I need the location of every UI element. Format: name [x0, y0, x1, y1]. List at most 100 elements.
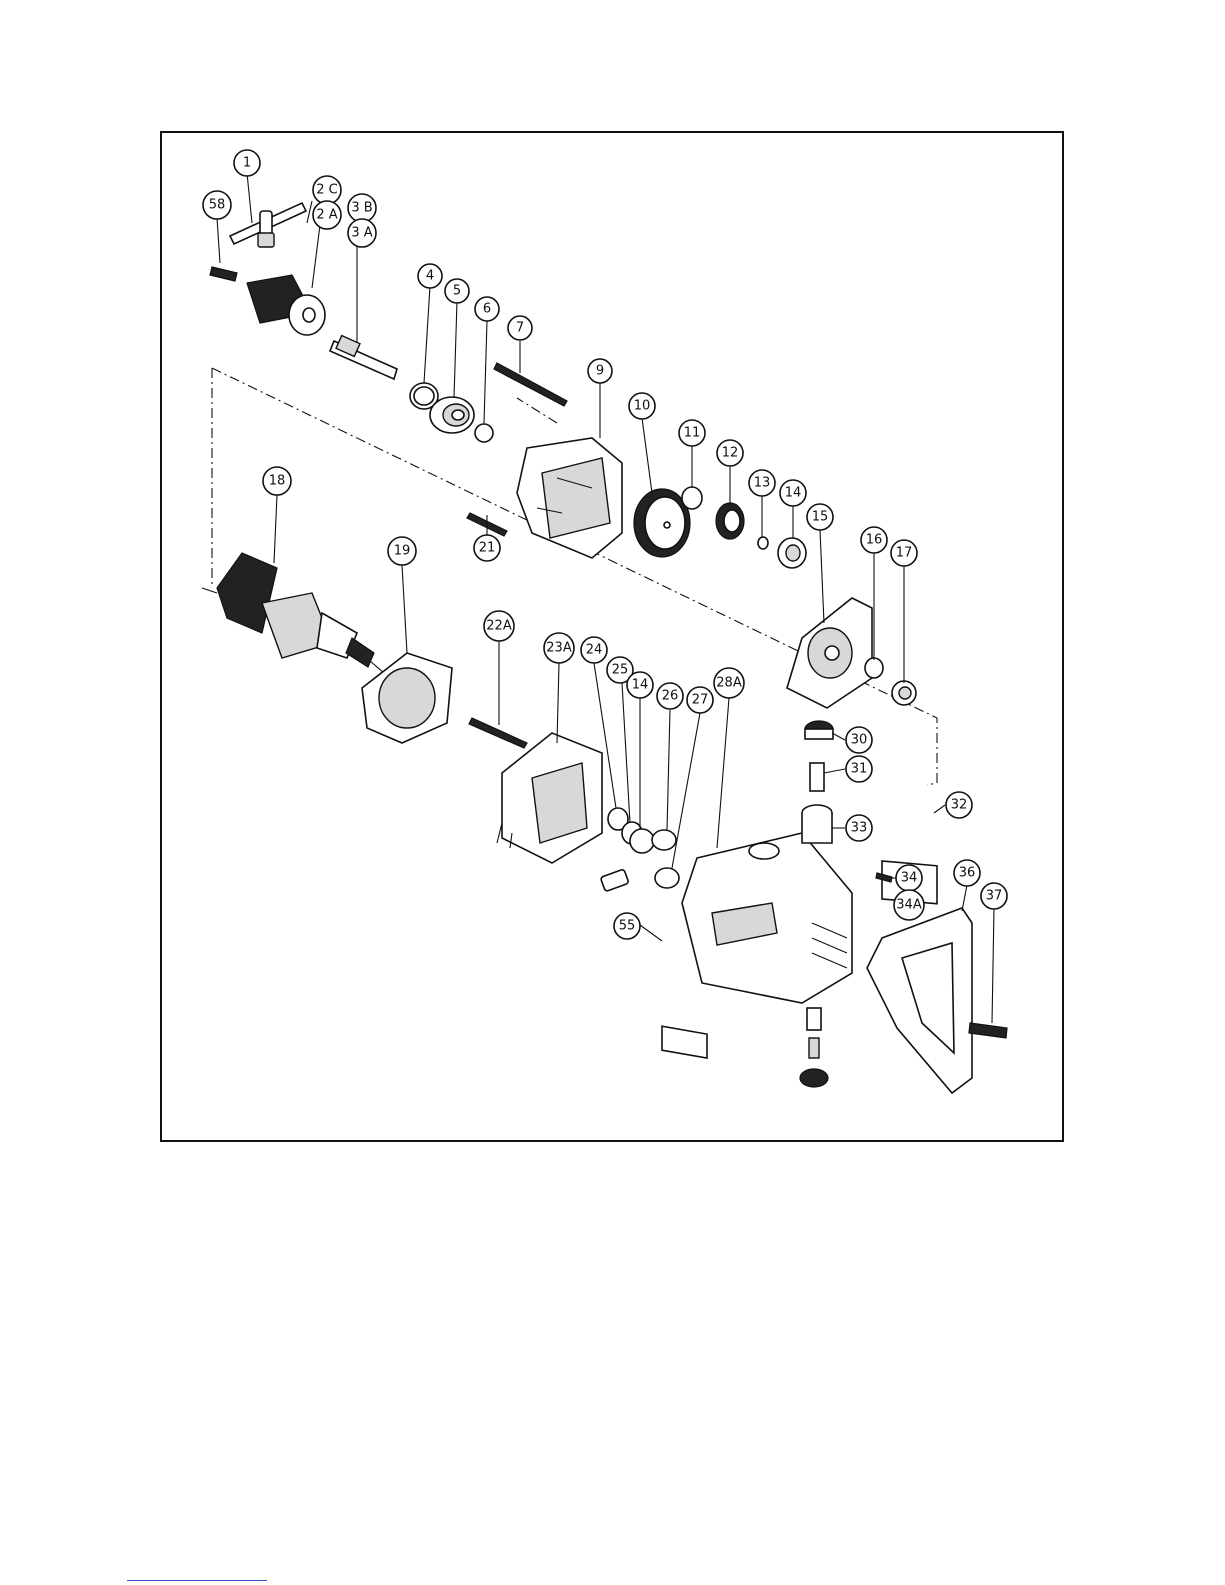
svg-text:17: 17 [896, 546, 913, 561]
label-plate [662, 1026, 707, 1058]
armature [202, 553, 384, 673]
gear-cover [517, 438, 622, 558]
svg-text:16: 16 [866, 533, 883, 548]
washer [475, 424, 493, 442]
callout-27: 27 [687, 687, 713, 713]
pinion-gear [716, 503, 744, 539]
carbon-brush-bottom [800, 1008, 828, 1087]
ring-26 [652, 830, 676, 850]
svg-text:31: 31 [851, 762, 868, 777]
cord-clip [600, 868, 679, 892]
svg-text:21: 21 [479, 541, 496, 556]
callout-24: 24 [581, 637, 607, 663]
small-washer [758, 537, 768, 549]
svg-text:33: 33 [851, 821, 868, 836]
diagram-frame: 1 2 C 2 A 3 B 3 A 58 4 5 6 7 9 10 11 12 … [160, 131, 1064, 1142]
stator [497, 733, 602, 863]
brush-sleeve [802, 805, 832, 843]
callout-10: 10 [629, 393, 655, 419]
svg-text:34: 34 [901, 871, 918, 886]
callout-6: 6 [475, 297, 499, 321]
callout-23a: 23A [544, 633, 574, 663]
svg-text:1: 1 [243, 156, 251, 171]
svg-text:9: 9 [596, 364, 604, 379]
callout-37: 37 [981, 883, 1007, 909]
bearing-lower [630, 829, 654, 853]
callout-3b: 3 B [348, 194, 376, 222]
svg-text:13: 13 [754, 476, 771, 491]
bearing-small [682, 487, 702, 509]
svg-text:26: 26 [662, 689, 679, 704]
svg-text:3 B: 3 B [351, 201, 372, 216]
svg-text:2 A: 2 A [316, 208, 337, 223]
callout-58: 58 [203, 191, 231, 219]
bearing-rear [892, 681, 916, 705]
callout-5: 5 [445, 279, 469, 303]
svg-text:19: 19 [394, 544, 411, 559]
chuck-key [230, 203, 306, 247]
svg-text:2 C: 2 C [316, 183, 337, 198]
ring [865, 658, 883, 678]
exploded-parts-diagram: 1 2 C 2 A 3 B 3 A 58 4 5 6 7 9 10 11 12 … [162, 133, 1062, 1140]
callout-7: 7 [508, 316, 532, 340]
svg-text:14: 14 [785, 486, 802, 501]
svg-text:28A: 28A [716, 676, 742, 691]
callout-2a: 2 A [313, 201, 341, 229]
svg-text:14: 14 [632, 678, 649, 693]
callout-22a: 22A [484, 611, 514, 641]
spindle [330, 336, 397, 379]
svg-text:15: 15 [812, 510, 829, 525]
svg-text:22A: 22A [486, 619, 512, 634]
brush-cap-top [805, 721, 833, 739]
callout-36: 36 [954, 860, 980, 886]
motor-housing [682, 833, 852, 1003]
callout-32: 32 [946, 792, 972, 818]
callout-26: 26 [657, 683, 683, 709]
callout-4: 4 [418, 264, 442, 288]
svg-text:58: 58 [209, 198, 226, 213]
side-handle [867, 908, 972, 1093]
chuck-screw [210, 267, 237, 281]
svg-text:55: 55 [619, 919, 636, 934]
long-screw [494, 363, 567, 406]
svg-text:30: 30 [851, 733, 868, 748]
callout-31: 31 [846, 756, 872, 782]
svg-text:11: 11 [684, 426, 701, 441]
fan-guide [362, 653, 452, 743]
drill-chuck [247, 275, 325, 335]
callout-34a: 34A [894, 890, 924, 920]
callout-14-upper: 14 [780, 480, 806, 506]
svg-text:4: 4 [426, 269, 434, 284]
svg-text:23A: 23A [546, 641, 572, 656]
svg-text:18: 18 [269, 474, 286, 489]
svg-text:24: 24 [586, 643, 603, 658]
callout-13: 13 [749, 470, 775, 496]
callout-17: 17 [891, 540, 917, 566]
svg-text:5: 5 [453, 284, 461, 299]
svg-text:37: 37 [986, 889, 1003, 904]
callout-55: 55 [614, 913, 640, 939]
callout-1: 1 [234, 150, 260, 176]
callout-21: 21 [474, 535, 500, 561]
assembly-line-gearbox [517, 398, 557, 423]
callout-30: 30 [846, 727, 872, 753]
callout-28a: 28A [714, 668, 744, 698]
svg-text:36: 36 [959, 866, 976, 881]
carbon-brush-top [810, 763, 824, 791]
callout-15: 15 [807, 504, 833, 530]
handle-screw [969, 1023, 1007, 1038]
bearing-upper [778, 538, 806, 568]
callout-11: 11 [679, 420, 705, 446]
callout-14-lower: 14 [627, 672, 653, 698]
svg-text:32: 32 [951, 798, 968, 813]
callout-12: 12 [717, 440, 743, 466]
callout-18: 18 [263, 467, 291, 495]
callout-16: 16 [861, 527, 887, 553]
callout-3a: 3 A [348, 219, 376, 247]
ball-bearing-large [430, 397, 474, 433]
svg-text:6: 6 [483, 302, 491, 317]
callout-9: 9 [588, 359, 612, 383]
footer-rule [127, 1580, 267, 1581]
svg-text:27: 27 [692, 693, 709, 708]
inner-cover [787, 598, 872, 708]
